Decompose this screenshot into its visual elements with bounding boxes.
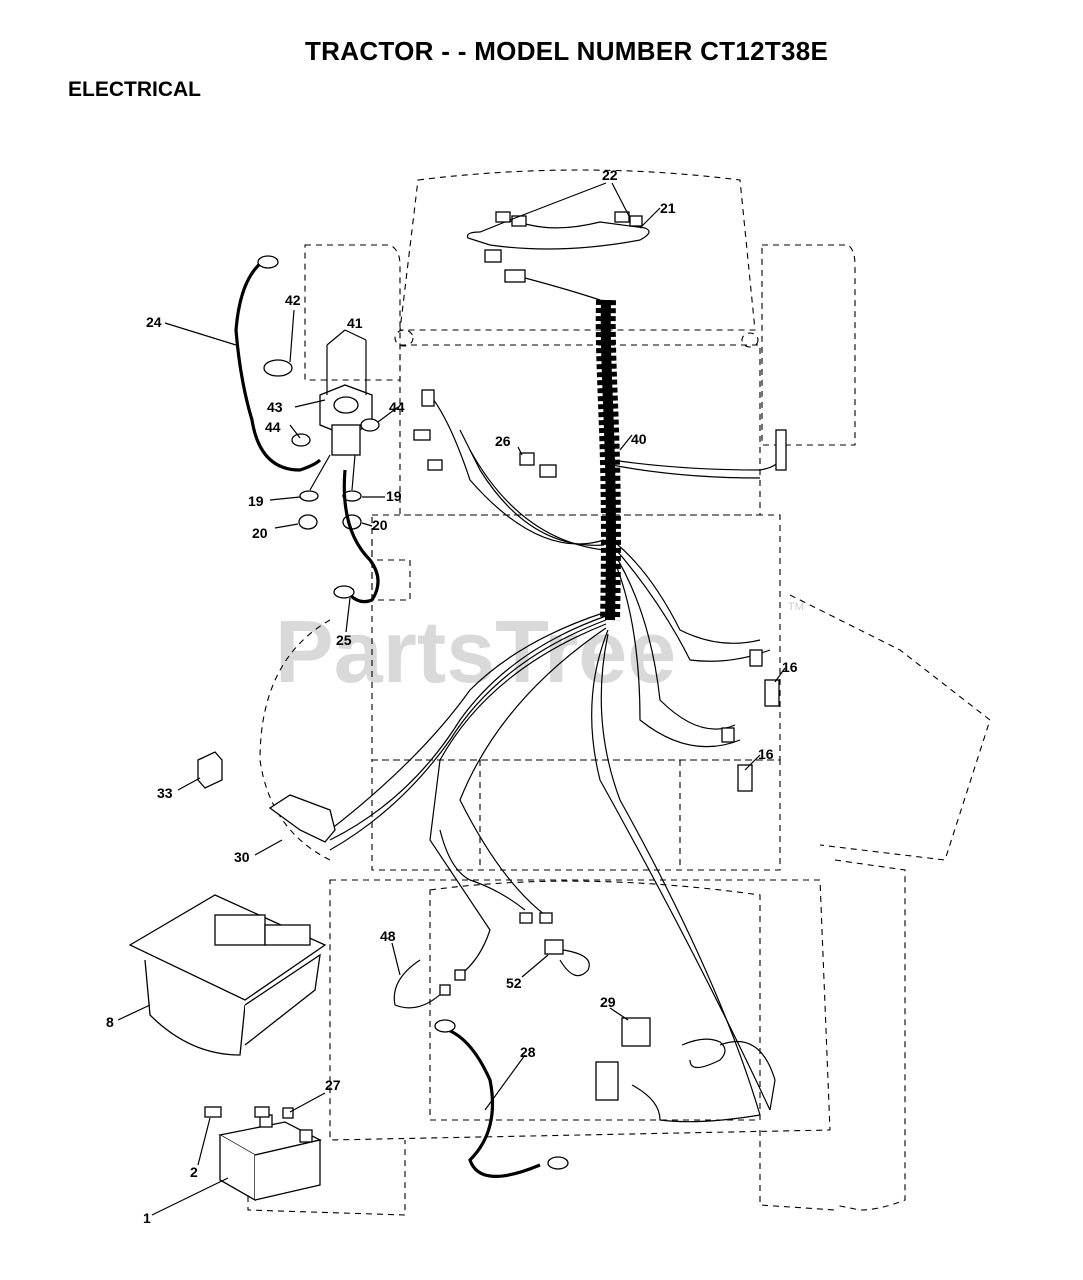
- callout-41: 41: [347, 315, 363, 331]
- callout-1: 1: [143, 1210, 151, 1226]
- callout-29: 29: [600, 994, 616, 1010]
- headlight-harness: [466, 211, 650, 401]
- battery-cables: [234, 255, 569, 1178]
- callout-8: 8: [106, 1014, 114, 1030]
- callout-20-right: 20: [372, 517, 388, 533]
- callout-27: 27: [325, 1077, 341, 1093]
- callout-22: 22: [602, 167, 618, 183]
- callout-30: 30: [234, 849, 250, 865]
- leader-lines: [117, 182, 786, 1216]
- callout-33: 33: [157, 785, 173, 801]
- harness-wires: [329, 394, 785, 1116]
- callout-26: 26: [495, 433, 511, 449]
- callout-44-left: 44: [265, 419, 281, 435]
- solenoid-assembly: [263, 340, 380, 530]
- page-title: TRACTOR - - MODEL NUMBER CT12T38E: [305, 36, 829, 66]
- connectors: [413, 389, 787, 996]
- harness-coil: [595, 299, 621, 621]
- switches: [197, 751, 776, 1123]
- callout-2: 2: [190, 1164, 198, 1180]
- tractor-outline: [247, 169, 991, 1216]
- battery-tray: [128, 894, 327, 1056]
- callout-25: 25: [336, 632, 352, 648]
- callout-48: 48: [380, 928, 396, 944]
- callout-19-right: 19: [386, 488, 402, 504]
- callout-24: 24: [146, 314, 162, 330]
- battery: [204, 1106, 322, 1202]
- callout-20-left: 20: [252, 525, 268, 541]
- callout-52: 52: [506, 975, 522, 991]
- callout-42: 42: [285, 292, 301, 308]
- watermark-tm: TM: [788, 601, 804, 613]
- callout-16-bottom: 16: [758, 746, 774, 762]
- callout-43: 43: [267, 399, 283, 415]
- callout-21: 21: [660, 200, 676, 216]
- callout-19-left: 19: [248, 493, 264, 509]
- callout-labels: 22 21 42 41 24 43 44 44 40 26 19 19 20 2…: [106, 167, 798, 1226]
- callout-44-right: 44: [389, 399, 405, 415]
- callout-40: 40: [631, 431, 647, 447]
- section-heading: ELECTRICAL: [68, 78, 201, 101]
- callout-16-top: 16: [782, 659, 798, 675]
- callout-28: 28: [520, 1044, 536, 1060]
